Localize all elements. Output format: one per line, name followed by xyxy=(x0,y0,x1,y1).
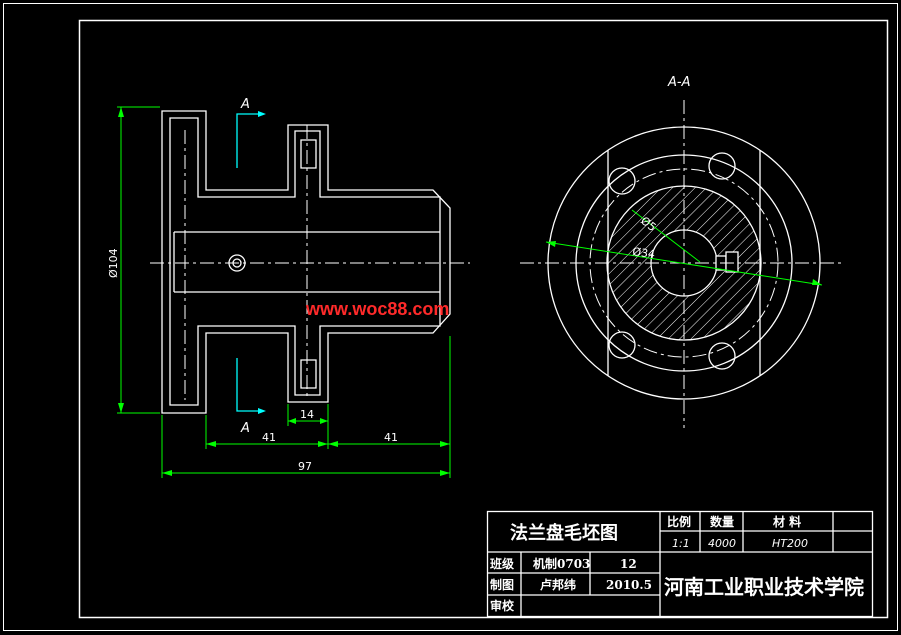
arrow-section-left xyxy=(546,241,556,247)
class-value: 机制0703 xyxy=(533,556,590,571)
dimension-lines xyxy=(117,106,451,478)
bolt-hole-4 xyxy=(708,342,736,370)
class-number: 12 xyxy=(620,557,637,571)
arrow-14-left xyxy=(288,418,296,424)
watermark: www.woc88.com xyxy=(305,299,449,319)
label-class: 班级 xyxy=(490,556,514,571)
title-block-frame xyxy=(486,510,874,618)
dim-small-text-2: Ø34 xyxy=(632,245,656,261)
cut-marker-top xyxy=(236,113,258,168)
arrow-section-right xyxy=(812,279,822,285)
arrow-14-right xyxy=(320,418,328,424)
cut-arrow-bottom xyxy=(258,408,266,414)
date: 2010.5 xyxy=(606,578,652,592)
dim-41-left-text: 41 xyxy=(262,431,276,444)
hdr-material: 材 料 xyxy=(772,514,801,529)
bolt-circle xyxy=(589,168,779,358)
arrow-104-bottom xyxy=(118,403,124,413)
arrow-104-top xyxy=(118,107,124,117)
cut-markers xyxy=(236,113,258,412)
dim-diameter-line xyxy=(545,241,823,286)
bolt-hole-1 xyxy=(608,167,636,195)
school-name: 河南工业职业技术学院 xyxy=(664,575,864,599)
flange-inner-top xyxy=(300,139,317,169)
val-scale: 1:1 xyxy=(672,537,690,550)
section-title: A-A xyxy=(667,75,690,90)
label-drawn: 制图 xyxy=(490,577,514,592)
outer-border xyxy=(3,3,898,631)
val-material: HT200 xyxy=(772,537,808,550)
bolt-hole-2 xyxy=(708,152,736,180)
dim-14-text: 14 xyxy=(300,408,314,421)
dim-104-text: Ø104 xyxy=(107,248,120,278)
inner-border xyxy=(78,19,889,619)
arrow-41-mid-a xyxy=(318,441,328,447)
bolt-hole-3 xyxy=(608,331,636,359)
hdr-qty: 数量 xyxy=(710,514,734,529)
arrow-41-right xyxy=(440,441,450,447)
cut-arrow-top xyxy=(258,111,266,117)
section-dimensions xyxy=(545,209,823,286)
drawing-name: 法兰盘毛坯图 xyxy=(510,522,618,544)
drawn-by: 卢邦纬 xyxy=(540,577,576,592)
title-block xyxy=(486,510,874,618)
key-slot xyxy=(725,251,739,273)
arrow-41-left xyxy=(206,441,216,447)
dim-41-right-text: 41 xyxy=(384,431,398,444)
dim-97-text: 97 xyxy=(298,460,312,473)
inner-profile xyxy=(169,117,441,406)
outer-profile xyxy=(161,110,451,414)
front-centerlines xyxy=(150,125,470,400)
arrow-97-left xyxy=(162,470,172,476)
dimension-arrows xyxy=(118,107,450,476)
val-qty: 4000 xyxy=(708,537,736,550)
front-view xyxy=(161,110,451,414)
label-check: 审校 xyxy=(490,598,515,613)
cut-label-top: A xyxy=(240,97,250,112)
hdr-scale: 比例 xyxy=(667,514,691,529)
dim-bore-line xyxy=(631,209,701,263)
arrow-41-mid-b xyxy=(328,441,338,447)
flange-inner-bottom xyxy=(300,359,317,389)
arrow-97-right xyxy=(440,470,450,476)
cut-label-bottom: A xyxy=(240,421,250,436)
cut-marker-bottom xyxy=(236,358,258,412)
